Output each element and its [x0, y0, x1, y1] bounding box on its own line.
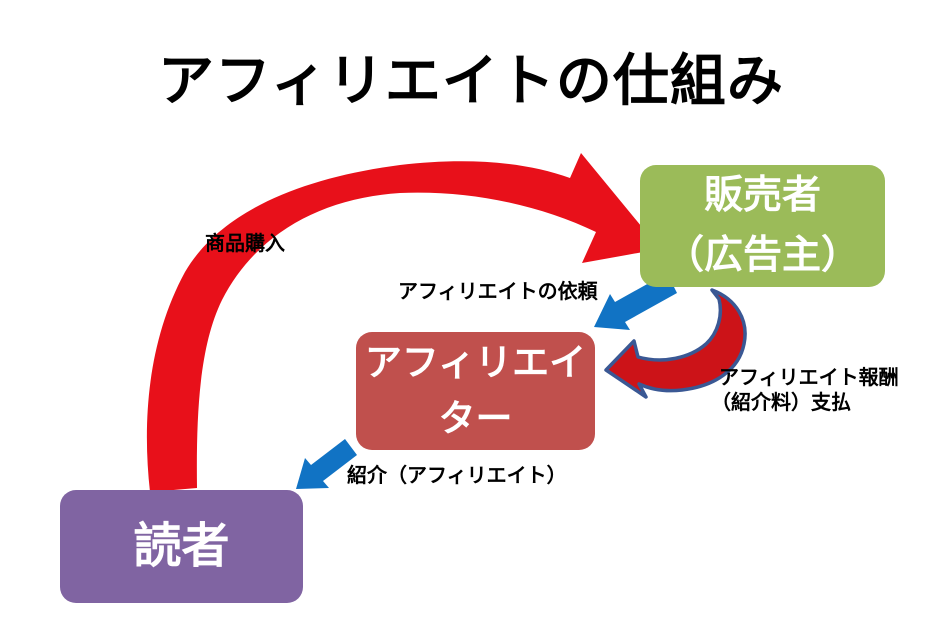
- reward-label-line1: アフィリエイト報酬: [719, 367, 899, 389]
- node-seller-line1: 販売者: [703, 174, 821, 217]
- node-seller: 販売者 （広告主）: [640, 165, 885, 287]
- reward-label-line2: （紹介料）支払: [711, 392, 851, 414]
- referral-label: 紹介（アフィリエイト）: [347, 465, 567, 487]
- node-reader-label: 読者: [133, 519, 230, 573]
- node-affiliater-line1: アフィリエイ: [364, 342, 587, 383]
- node-reader: 読者: [60, 490, 303, 603]
- node-affiliater-line2: ター: [438, 398, 513, 439]
- request-label: アフィリエイトの依頼: [398, 281, 598, 303]
- node-seller-line2: （広告主）: [664, 234, 860, 277]
- page-title: アフィリエイトの仕組み: [158, 49, 784, 112]
- purchase-arrow: [146, 153, 661, 492]
- referral-arrow: [296, 439, 357, 489]
- reward-label: アフィリエイト報酬 （紹介料）支払: [711, 366, 899, 416]
- request-arrow: [594, 273, 677, 330]
- purchase-label: 商品購入: [205, 233, 285, 255]
- reward-arrow: [604, 288, 747, 399]
- node-affiliater: アフィリエイ ター: [356, 332, 595, 450]
